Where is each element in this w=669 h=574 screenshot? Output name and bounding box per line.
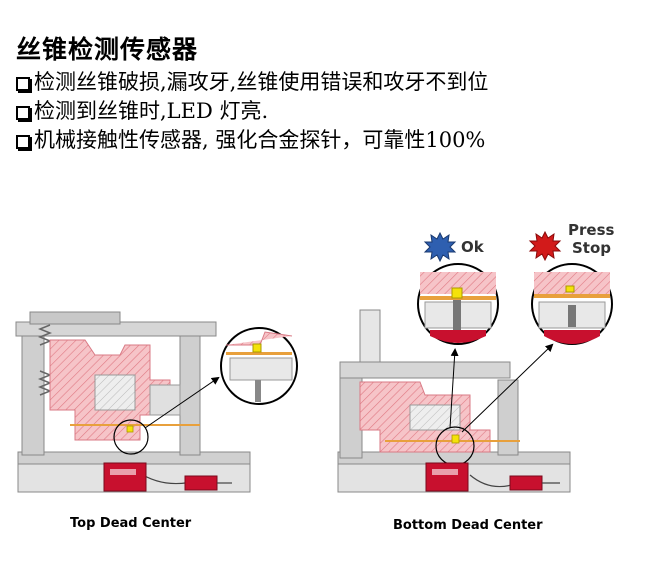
page-title: 丝锥检测传感器 [16, 35, 199, 64]
feature-text: 检测到丝锥时,LED 灯亮. [34, 99, 269, 123]
feature-list: 检测丝锥破损,漏攻牙,丝锥使用错误和攻牙不到位 检测到丝锥时,LED 灯亮. 机… [16, 68, 488, 155]
feature-text: 检测丝锥破损,漏攻牙,丝锥使用错误和攻牙不到位 [34, 70, 489, 94]
caption-bottom-dead-center: Bottom Dead Center [393, 518, 543, 533]
feature-item: 检测到丝锥时,LED 灯亮. [16, 97, 488, 126]
ok-burst-icon [423, 231, 457, 263]
feature-item: 机械接触性传感器, 强化合金探针，可靠性100% [16, 126, 488, 155]
checkbox-bullet-icon [16, 134, 30, 149]
checkbox-bullet-icon [16, 76, 30, 91]
feature-item: 检测丝锥破损,漏攻牙,丝锥使用错误和攻牙不到位 [16, 68, 488, 97]
press-stop-label-line2: Stop [572, 239, 612, 257]
stop-burst-icon [528, 230, 562, 262]
caption-top-dead-center: Top Dead Center [70, 516, 192, 531]
press-stop-label-line1: Press [568, 221, 615, 239]
ok-label: Ok [461, 238, 484, 256]
press-bottom-dead-center [337, 263, 613, 493]
checkbox-bullet-icon [16, 105, 30, 120]
press-top-dead-center [15, 311, 298, 493]
feature-text: 机械接触性传感器, 强化合金探针，可靠性100% [34, 128, 486, 152]
